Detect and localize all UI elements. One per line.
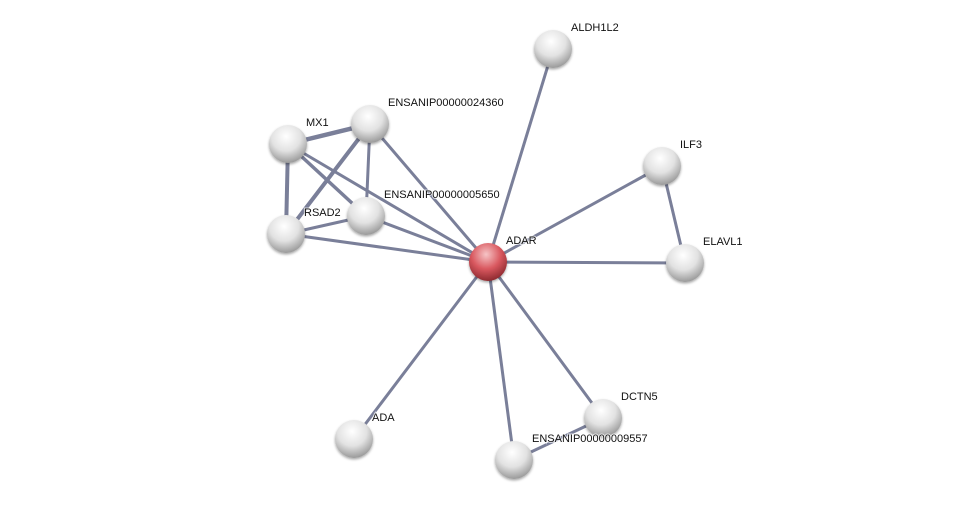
edge-adar-mx1[interactable]: [286, 142, 490, 264]
node-label: ENSANIP00000009557: [532, 433, 648, 445]
node-ada[interactable]: ADA: [335, 411, 396, 458]
node-label: RSAD2: [304, 207, 341, 219]
edge-adar-ada[interactable]: [352, 260, 490, 441]
node-ilf3[interactable]: ILF3: [643, 138, 703, 185]
edge-adar-ensanip00000009557[interactable]: [486, 260, 516, 462]
node-sphere[interactable]: [495, 441, 533, 479]
node-sphere[interactable]: [666, 244, 704, 282]
node-adar[interactable]: ADAR: [469, 234, 538, 281]
node-sphere[interactable]: [534, 30, 572, 68]
node-label: MX1: [306, 117, 329, 129]
node-label: ALDH1L2: [571, 22, 619, 34]
node-dctn5[interactable]: DCTN5: [584, 390, 659, 437]
node-label: ILF3: [680, 139, 702, 151]
edge-adar-rsad2[interactable]: [284, 232, 490, 264]
node-ensanip00000005650[interactable]: ENSANIP00000005650: [347, 188, 501, 235]
edge-adar-aldh1l2[interactable]: [486, 47, 555, 264]
edge-rsad2-ensanip00000024360[interactable]: [284, 122, 372, 236]
node-elavl1[interactable]: ELAVL1: [666, 235, 744, 282]
node-label: ENSANIP00000005650: [384, 189, 500, 201]
node-aldh1l2[interactable]: ALDH1L2: [534, 21, 620, 68]
node-sphere[interactable]: [469, 243, 507, 281]
node-label: ADA: [372, 412, 395, 424]
node-ensanip00000009557[interactable]: ENSANIP00000009557: [495, 432, 649, 479]
node-rsad2[interactable]: RSAD2: [267, 206, 342, 253]
node-label: ELAVL1: [703, 236, 743, 248]
node-ensanip00000024360[interactable]: ENSANIP00000024360: [351, 96, 505, 143]
edge-adar-elavl1[interactable]: [486, 260, 687, 265]
node-sphere[interactable]: [335, 420, 373, 458]
node-label: ENSANIP00000024360: [388, 97, 504, 109]
node-label: ADAR: [506, 235, 537, 247]
node-sphere[interactable]: [267, 215, 305, 253]
edge-adar-dctn5[interactable]: [486, 260, 605, 420]
edge-adar-ensanip00000005650[interactable]: [364, 214, 490, 264]
node-label: DCTN5: [621, 391, 658, 403]
edge-adar-ilf3[interactable]: [486, 164, 664, 264]
node-sphere[interactable]: [351, 105, 389, 143]
node-sphere[interactable]: [347, 197, 385, 235]
node-sphere[interactable]: [643, 147, 681, 185]
node-sphere[interactable]: [584, 399, 622, 437]
node-sphere[interactable]: [269, 125, 307, 163]
node-mx1[interactable]: MX1: [269, 116, 330, 163]
edge-adar-ensanip00000024360[interactable]: [368, 122, 490, 264]
